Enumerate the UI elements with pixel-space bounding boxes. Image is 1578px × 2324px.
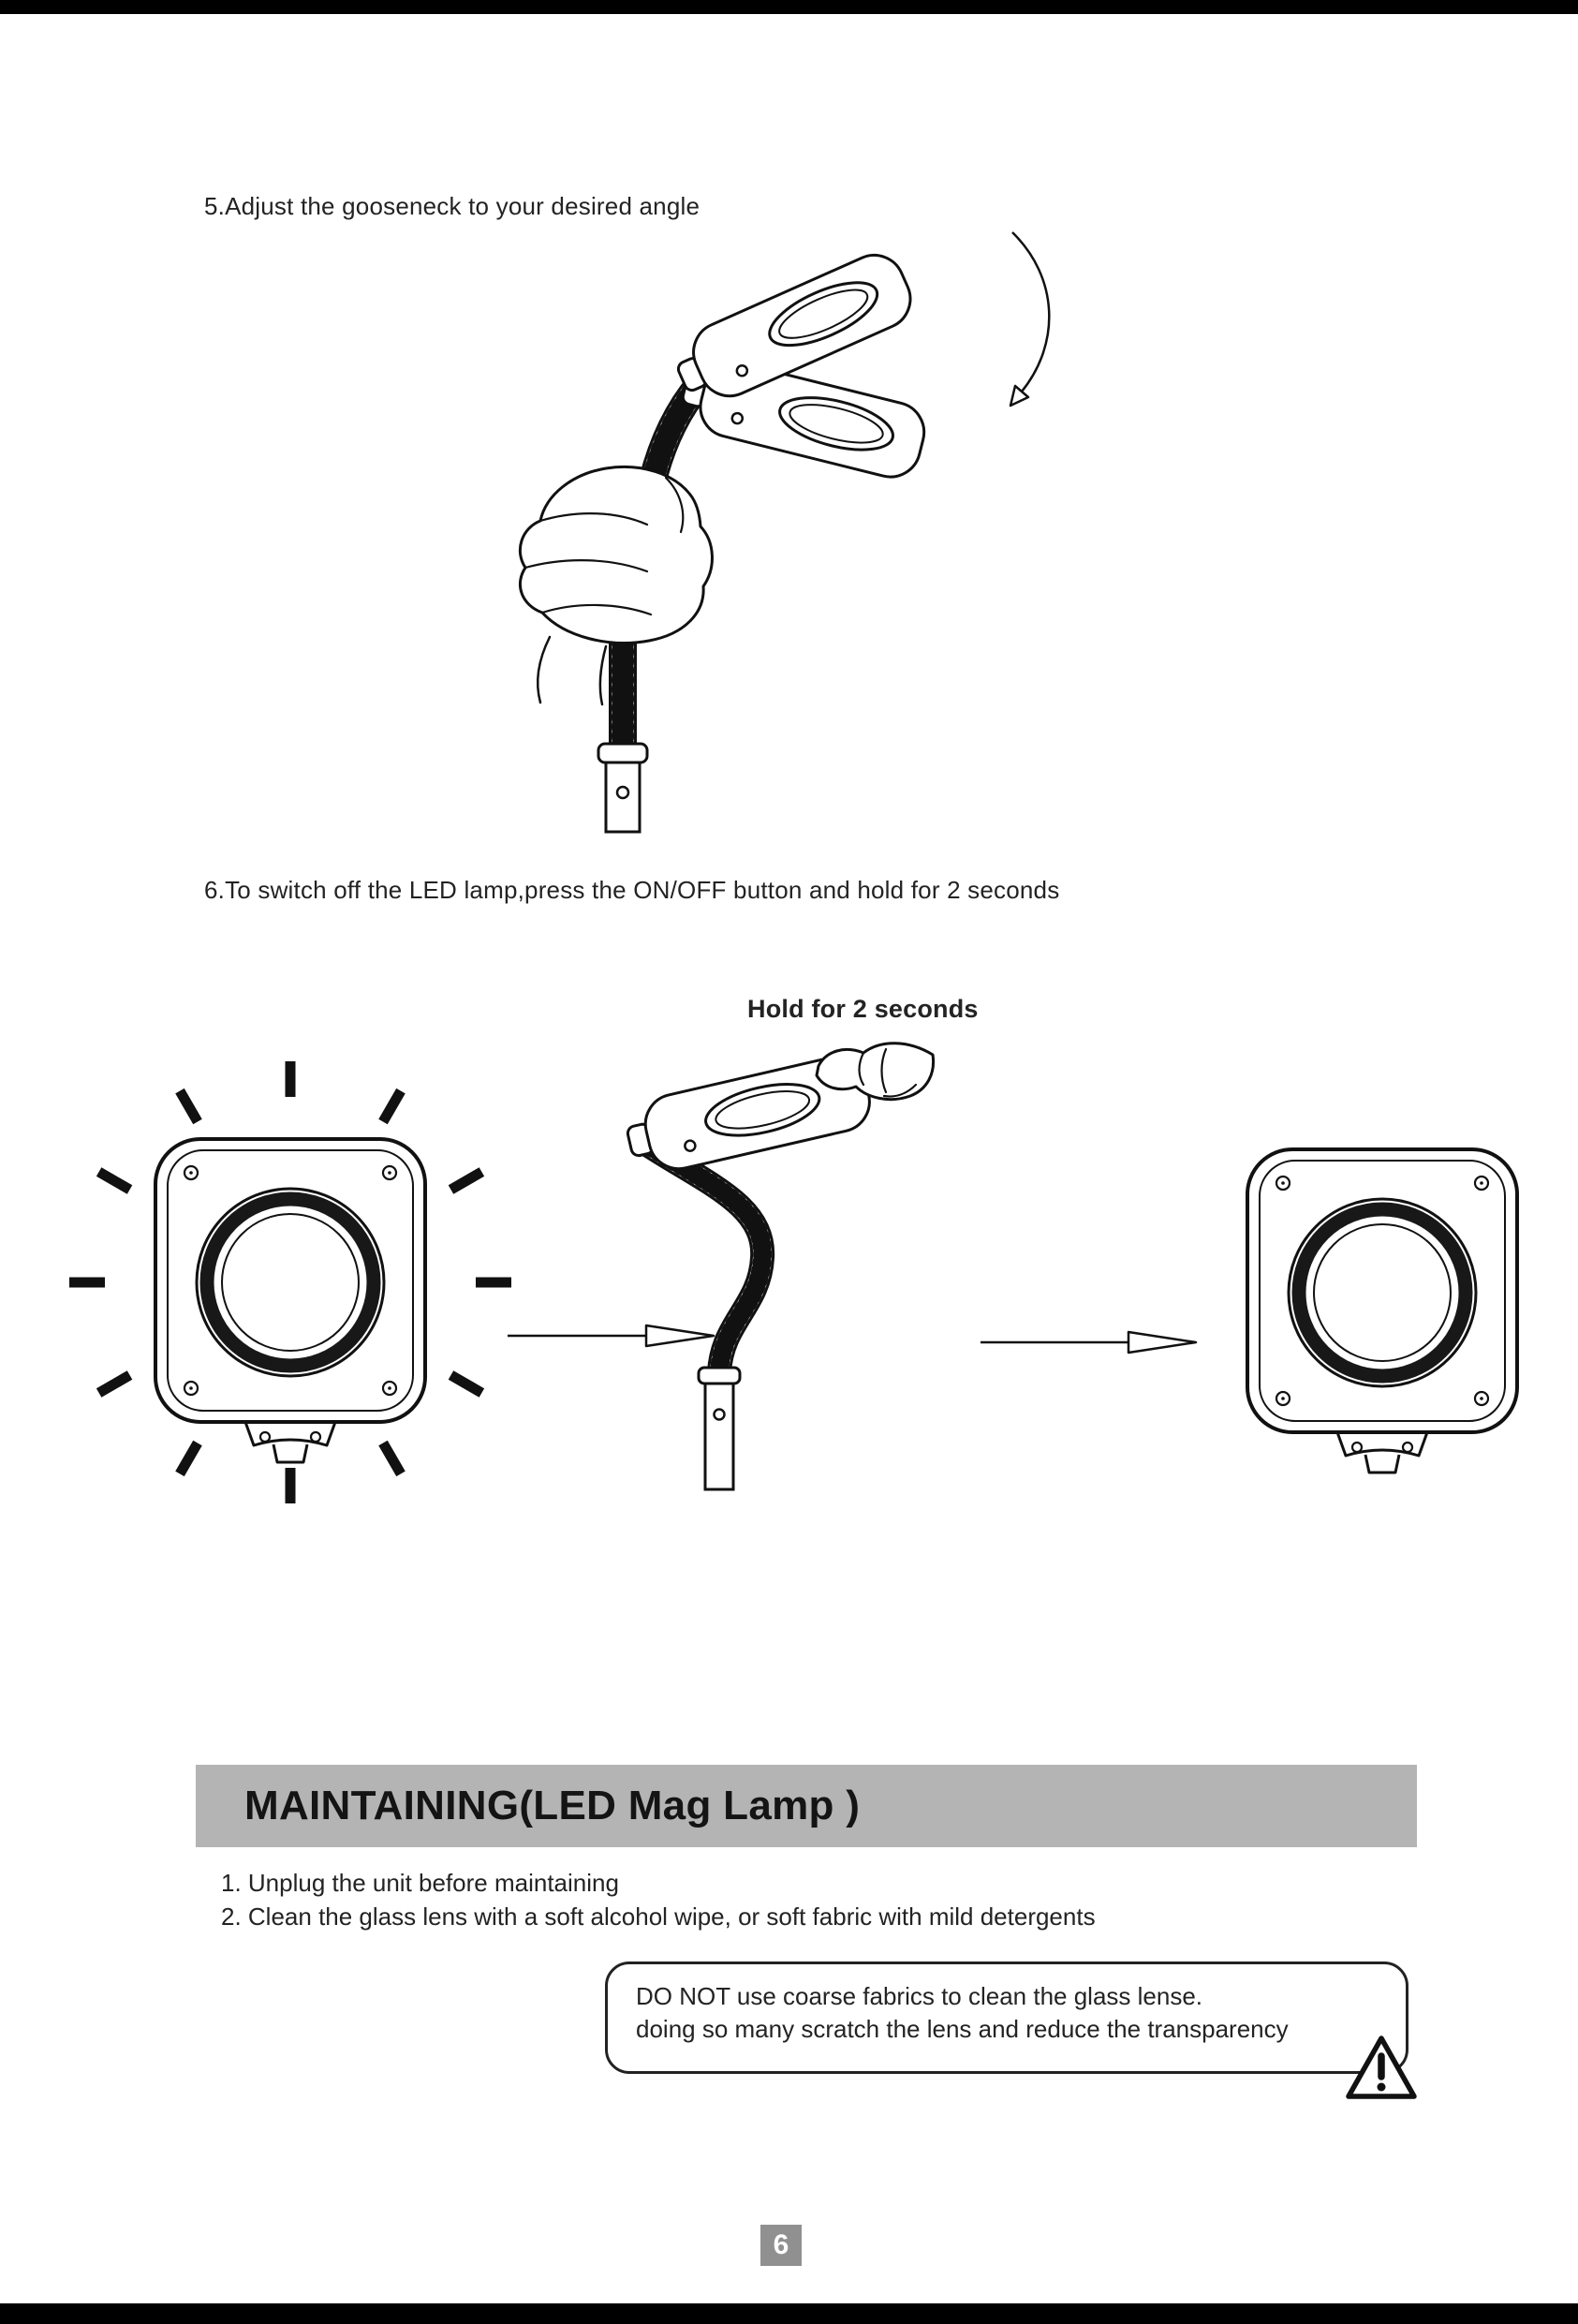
page-bottom-border — [0, 2303, 1578, 2324]
hand-gripping-icon — [518, 465, 714, 706]
lamp-off-illustration — [1246, 1147, 1519, 1474]
light-rays-icon — [69, 1061, 511, 1503]
warning-note-box: DO NOT use coarse fabrics to clean the g… — [605, 1961, 1408, 2074]
gooseneck-tube — [632, 1131, 775, 1384]
maintenance-step-2: 2. Clean the glass lens with a soft alco… — [221, 1902, 1096, 1931]
lamp-head-upper-position — [676, 253, 912, 398]
right-arrow-icon — [981, 1330, 1198, 1354]
maintenance-step-1: 1. Unplug the unit before maintaining — [221, 1869, 619, 1897]
maintaining-banner: MAINTAINING(LED Mag Lamp ) — [196, 1765, 1417, 1847]
lamp-head-front — [1246, 1147, 1519, 1474]
hand-pressing-icon — [815, 1042, 936, 1102]
page-number-badge: 6 — [760, 2225, 802, 2266]
maintenance-steps: 1. Unplug the unit before maintaining 2.… — [221, 1866, 1096, 1933]
lamp-head-front — [154, 1137, 427, 1464]
page-top-border — [0, 0, 1578, 14]
lamp-head-lower-position — [681, 361, 926, 479]
rotate-arrow-icon — [1009, 231, 1051, 407]
warning-triangle-icon — [1346, 2035, 1417, 2099]
step-5-text: 5.Adjust the gooseneck to your desired a… — [204, 192, 701, 220]
step-6-text: 6.To switch off the LED lamp,press the O… — [204, 876, 1060, 904]
lamp-on-illustration — [69, 1061, 511, 1503]
right-arrow-icon — [508, 1324, 715, 1348]
adjust-gooseneck-illustration — [518, 231, 1051, 834]
lamp-base-tube — [597, 742, 649, 834]
warning-note-line-1: DO NOT use coarse fabrics to clean the g… — [636, 1982, 1203, 2010]
warning-note-line-2: doing so many scratch the lens and reduc… — [636, 2015, 1289, 2043]
lamp-pole — [697, 1366, 742, 1491]
maintaining-title: MAINTAINING(LED Mag Lamp ) — [244, 1783, 861, 1828]
hold-duration-label: Hold for 2 seconds — [747, 995, 979, 1023]
press-button-illustration — [626, 1042, 936, 1491]
lamp-head-side — [626, 1056, 871, 1171]
